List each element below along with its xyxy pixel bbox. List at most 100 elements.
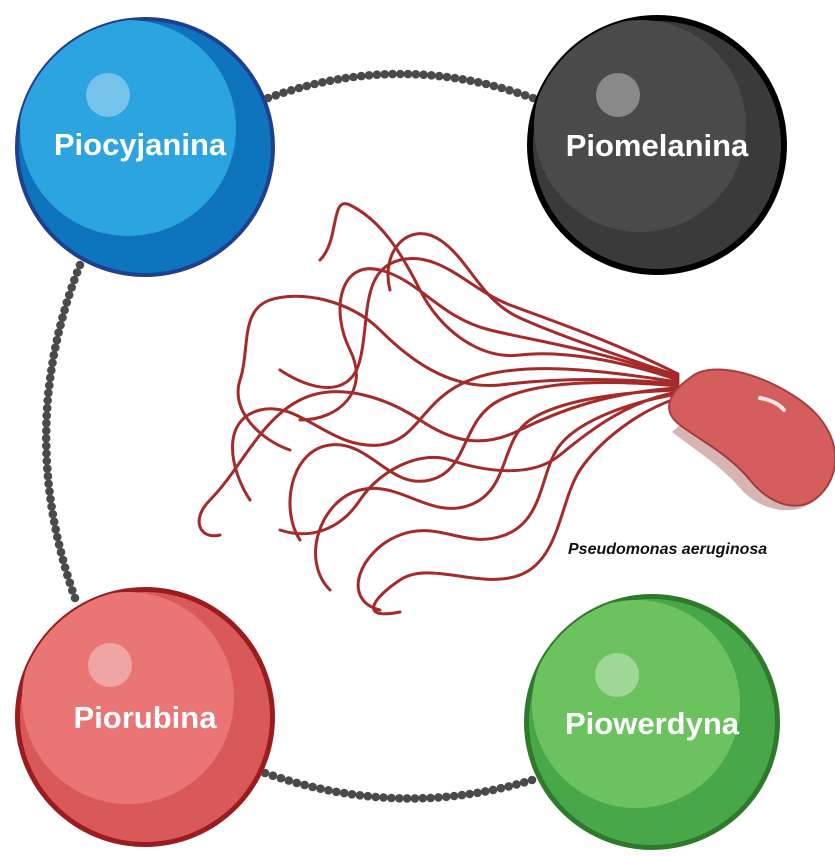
- chain-bead: [61, 563, 70, 572]
- chain-bead: [334, 75, 343, 84]
- sphere-light: [22, 592, 234, 804]
- chain-bead: [388, 70, 397, 79]
- chain-bead: [373, 70, 382, 79]
- pigment-label: Piorubina: [74, 700, 218, 735]
- chain-bead: [76, 261, 85, 270]
- chain-bead: [379, 793, 388, 802]
- chain-bead: [53, 336, 62, 345]
- pigment-piowerdyna: Piowerdyna: [524, 594, 780, 850]
- chain-bead: [489, 786, 498, 795]
- highlight-icon: [86, 73, 130, 117]
- sphere-light: [534, 20, 746, 232]
- chain-bead: [49, 510, 58, 519]
- chain-bead: [43, 464, 52, 473]
- chain-bead: [45, 487, 54, 496]
- chain-bead: [269, 771, 278, 780]
- chain-bead: [50, 351, 59, 360]
- chain-bead: [412, 70, 421, 79]
- chain-bead: [58, 313, 67, 322]
- chain-bead: [443, 73, 452, 82]
- chain-bead: [341, 74, 350, 83]
- chain-bead: [442, 793, 451, 802]
- chain-bead: [512, 780, 521, 789]
- chain-bead: [403, 794, 412, 803]
- chain-bead: [340, 789, 349, 798]
- chain-bead: [434, 793, 443, 802]
- chain-bead: [364, 792, 373, 801]
- chain-bead: [303, 82, 312, 91]
- chain-bead: [45, 381, 54, 390]
- chain-bead: [380, 70, 389, 79]
- chain-bead: [490, 82, 499, 91]
- chain-bead: [287, 86, 296, 95]
- chain-bead: [43, 396, 52, 405]
- chain-bead: [73, 268, 82, 277]
- chain-bead: [48, 359, 57, 368]
- chain-bead: [46, 495, 55, 504]
- chain-bead: [277, 774, 286, 783]
- chain-bead: [272, 91, 281, 100]
- chain-bead: [42, 427, 51, 436]
- chain-bead: [44, 472, 53, 481]
- chain-bead: [349, 73, 358, 82]
- pigment-label: Piocyjanina: [54, 127, 227, 162]
- chain-bead: [451, 74, 460, 83]
- chain-bead: [365, 71, 374, 80]
- chain-bead: [292, 779, 301, 788]
- highlight-icon: [88, 643, 132, 687]
- pigment-label: Piomelanina: [566, 128, 749, 163]
- chain-bead: [57, 548, 66, 557]
- chain-bead: [63, 571, 72, 580]
- chain-bead: [465, 790, 474, 799]
- chain-bead: [44, 480, 53, 489]
- chain-bead: [50, 518, 59, 527]
- chain-bead: [68, 586, 77, 595]
- highlight-icon: [595, 653, 639, 697]
- chain-bead: [54, 328, 63, 337]
- chain-bead: [497, 84, 506, 93]
- chain-bead: [481, 787, 490, 796]
- chain-bead: [63, 298, 72, 307]
- chain-bead: [473, 789, 482, 798]
- chain-bead: [66, 578, 75, 587]
- chain-bead: [419, 794, 428, 803]
- chain-bead: [51, 525, 60, 534]
- chain-bead: [71, 594, 80, 603]
- chain-bead: [435, 72, 444, 81]
- chain-bead: [528, 776, 537, 785]
- chain-bead: [295, 84, 304, 93]
- chain-bead: [513, 88, 522, 97]
- chain-bead: [47, 366, 56, 375]
- chain-bead: [59, 556, 68, 565]
- chain-bead: [348, 790, 357, 799]
- chain-bead: [520, 778, 529, 787]
- chain-bead: [70, 276, 79, 285]
- chain-bead: [43, 457, 52, 466]
- chain-bead: [279, 88, 288, 97]
- chain-bead: [404, 70, 413, 79]
- chain-bead: [396, 70, 405, 79]
- chain-bead: [411, 794, 420, 803]
- chain-bead: [395, 794, 404, 803]
- chain-bead: [60, 306, 69, 315]
- chain-bead: [316, 784, 325, 793]
- chain-bead: [521, 91, 530, 100]
- chain-bead: [42, 449, 51, 458]
- chain-bead: [46, 374, 55, 383]
- highlight-icon: [596, 73, 640, 117]
- chain-bead: [482, 80, 491, 89]
- chain-bead: [371, 793, 380, 802]
- chain-bead: [42, 442, 51, 451]
- chain-bead: [332, 788, 341, 797]
- chain-bead: [44, 389, 53, 398]
- chain-bead: [324, 786, 333, 795]
- chain-bead: [387, 794, 396, 803]
- chain-bead: [474, 78, 483, 87]
- chain-bead: [42, 419, 51, 428]
- chain-bead: [56, 321, 65, 330]
- chain-bead: [356, 791, 365, 800]
- chain-bead: [326, 76, 335, 85]
- chain-bead: [285, 776, 294, 785]
- chain-bead: [450, 792, 459, 801]
